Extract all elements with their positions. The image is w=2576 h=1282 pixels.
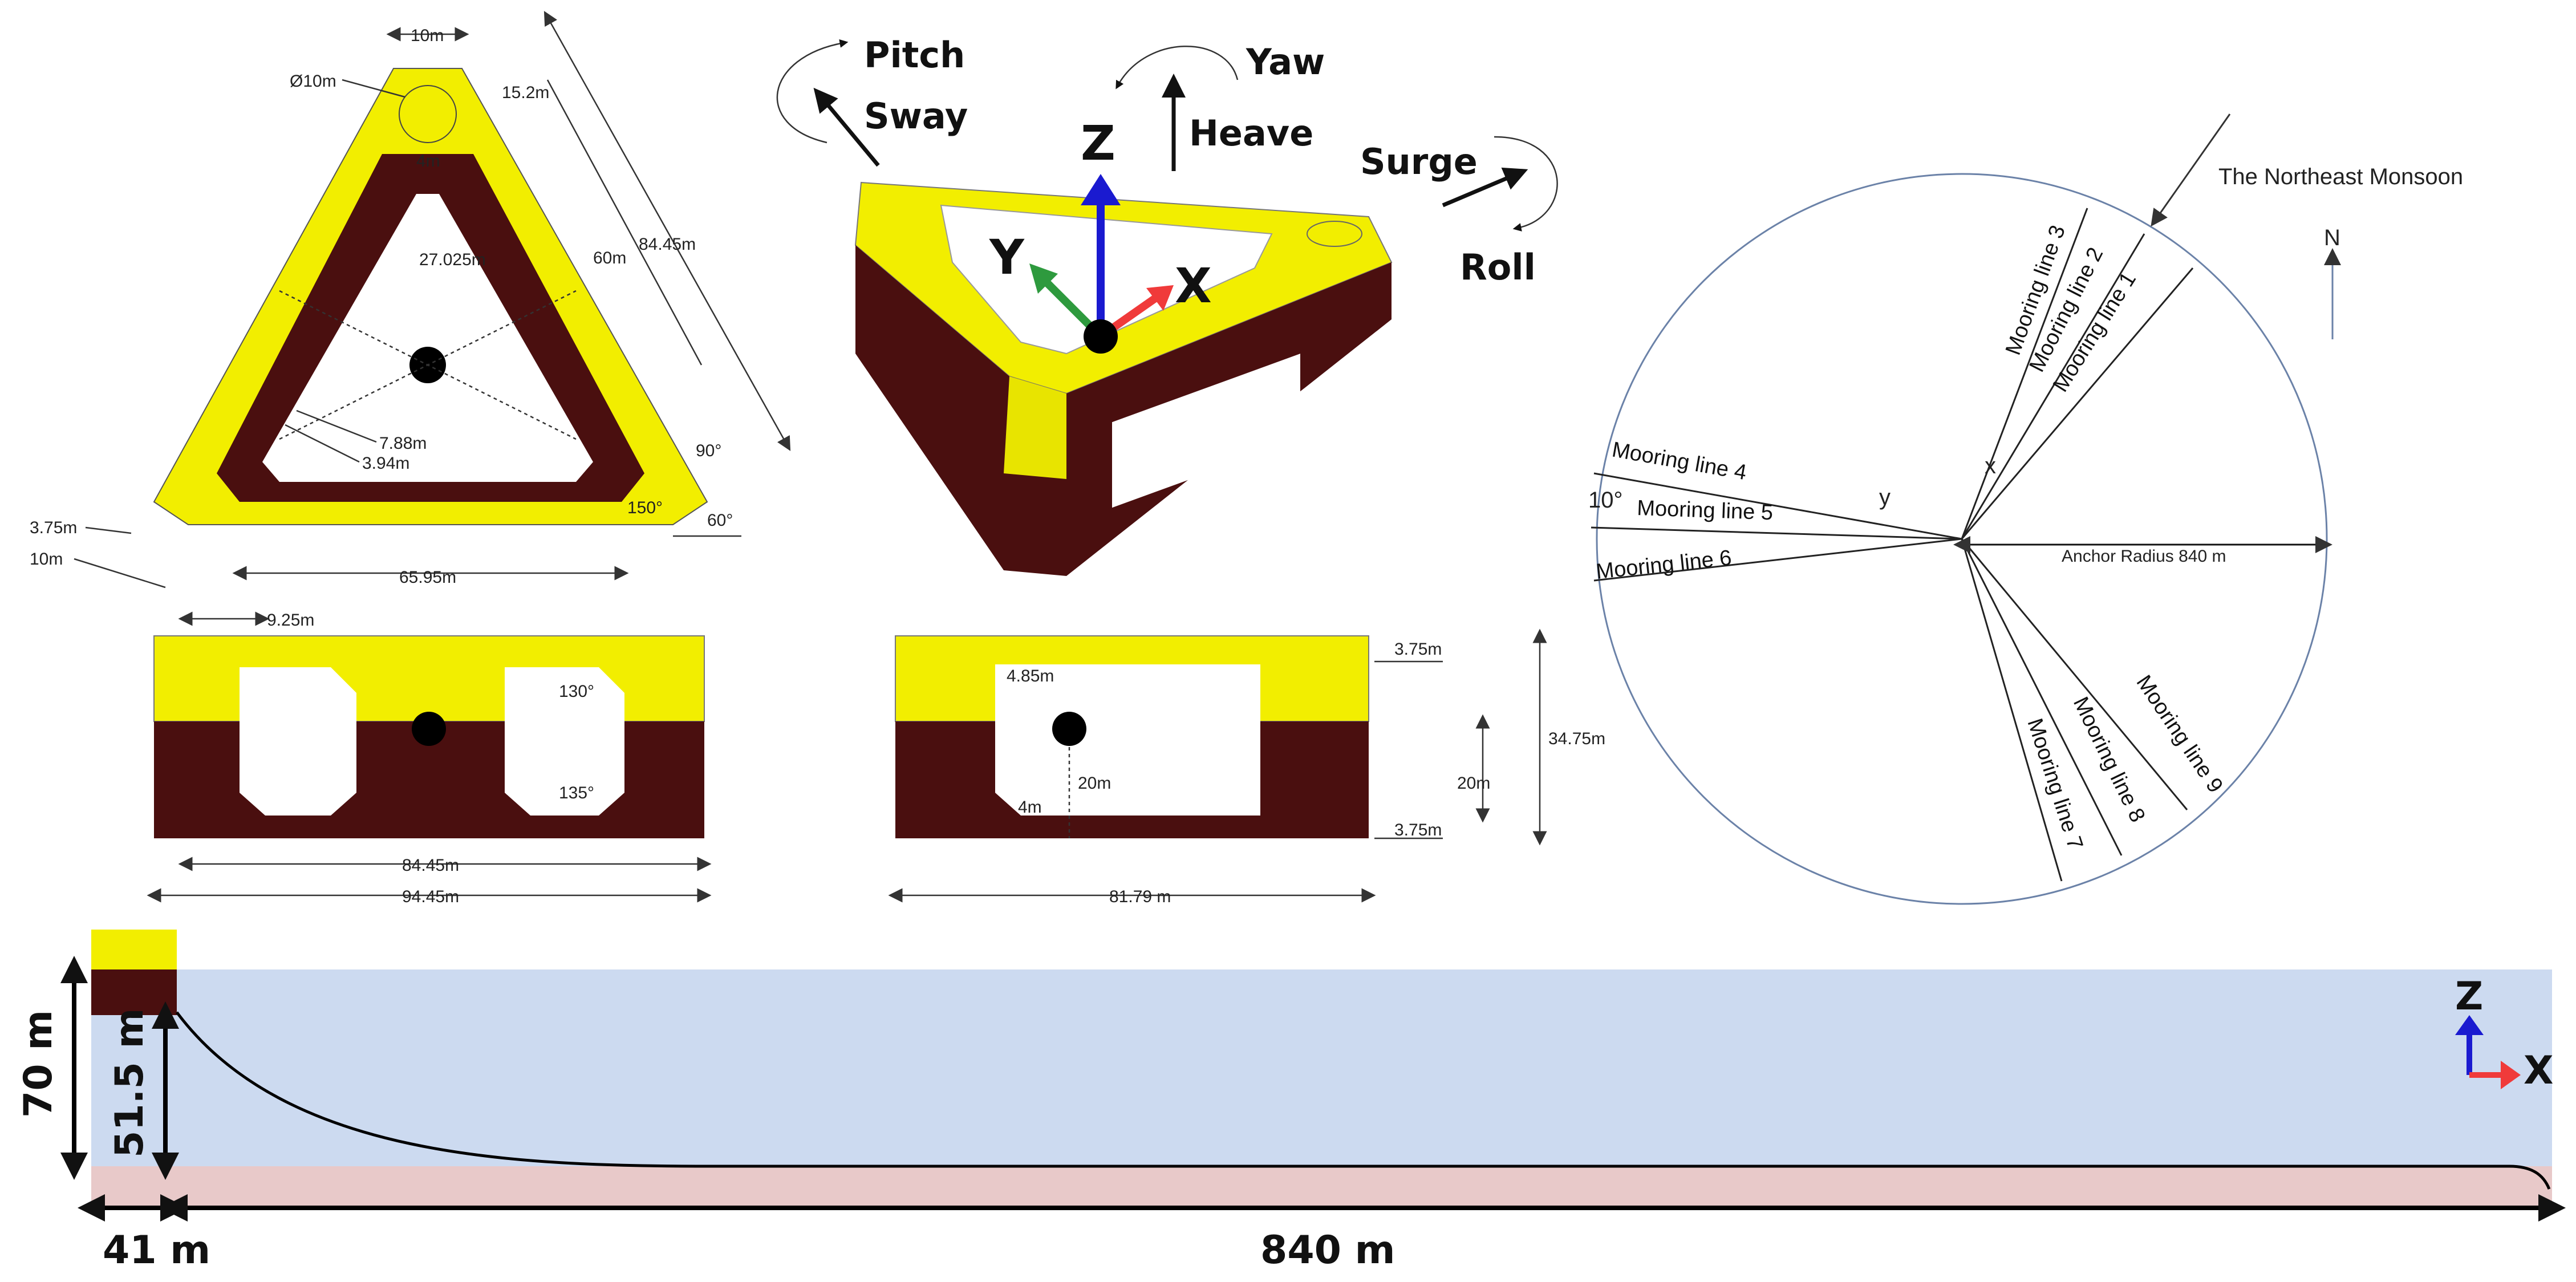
mooring-line-6: Mooring line 6 bbox=[1595, 546, 1733, 584]
dim-base-6595: 65.95m bbox=[399, 568, 456, 587]
monsoon-arrow bbox=[2151, 113, 2231, 227]
side2-h3475: 34.75m bbox=[1548, 729, 1605, 748]
local-y-axis-label: y bbox=[1879, 485, 1891, 510]
dim-788: 7.88m bbox=[379, 434, 427, 453]
iso-hull-lower bbox=[855, 245, 1392, 576]
north-label: N bbox=[2324, 225, 2340, 250]
ten-degree-label: 10° bbox=[1588, 488, 1623, 513]
iso-window-1 bbox=[1112, 354, 1300, 508]
dim-ang90: 90° bbox=[696, 441, 721, 460]
section-z-label: Z bbox=[2455, 974, 2483, 1019]
side1-w8445: 84.45m bbox=[402, 856, 459, 875]
yaw-rotation-arrow bbox=[1115, 45, 1239, 90]
iso-z-label: Z bbox=[1081, 115, 1115, 171]
mooring-layout: The Northeast Monsoon N Anchor Radius 84… bbox=[1588, 113, 2463, 905]
surge-label: Surge bbox=[1360, 141, 1478, 182]
roll-rotation-arrow bbox=[1494, 136, 1558, 232]
mooring-line-7: Mooring line 7 bbox=[2022, 716, 2087, 853]
horiz-main-label: 840 m bbox=[1260, 1228, 1395, 1273]
mooring-line-8: Mooring line 8 bbox=[2068, 693, 2149, 826]
dim-ang150: 150° bbox=[627, 498, 663, 517]
iso-opening bbox=[940, 204, 1273, 355]
sway-label: Sway bbox=[864, 95, 968, 137]
side-view-2: 3.75m 4.85m 34.75m 20m 20m 4m 3.75m 81.7… bbox=[888, 628, 1605, 906]
depth-fair-label: 51.5 m bbox=[107, 1008, 152, 1158]
water-section: 70 m 51.5 m 41 m 840 m Z X bbox=[16, 930, 2566, 1273]
monsoon-label: The Northeast Monsoon bbox=[2218, 164, 2463, 189]
side1-dim-925: 9.25m bbox=[267, 611, 314, 630]
side2-center-of-gravity bbox=[1052, 712, 1086, 746]
plan-view: 10m Ø10m 15.2m 4m 27.025m 60m 84.45m 7.8… bbox=[30, 11, 791, 589]
pitch-rotation-arrow bbox=[776, 39, 849, 144]
iso-column-top bbox=[1307, 221, 1362, 247]
heave-label: Heave bbox=[1189, 112, 1313, 154]
side2-h20-right: 20m bbox=[1457, 774, 1490, 793]
horiz-left-label: 41 m bbox=[103, 1228, 210, 1273]
pitch-label: Pitch bbox=[864, 34, 965, 76]
iso-center-of-gravity bbox=[1084, 319, 1118, 354]
dim-inner-27: 27.025m bbox=[419, 250, 486, 269]
seabed bbox=[91, 1166, 2552, 1209]
plan-column-circle bbox=[399, 85, 457, 143]
dim-top-width: 10m bbox=[411, 26, 444, 45]
iso-yellow-column bbox=[1004, 376, 1066, 479]
platform-yellow bbox=[91, 930, 177, 969]
side1-opening-left bbox=[240, 667, 356, 816]
dim-375: 3.75m bbox=[30, 518, 77, 537]
side2-h20-inner: 20m bbox=[1078, 774, 1111, 793]
dim-ang60: 60° bbox=[707, 511, 733, 530]
plan-inner-opening bbox=[262, 194, 593, 482]
sway-arrow bbox=[813, 87, 880, 167]
mooring-line-5: Mooring line 5 bbox=[1637, 496, 1774, 525]
dim-394: 3.94m bbox=[362, 454, 409, 473]
side1-ang135: 135° bbox=[559, 784, 594, 802]
section-x-label: X bbox=[2524, 1048, 2553, 1093]
side2-dim-4: 4m bbox=[1018, 798, 1042, 817]
side1-center-of-gravity bbox=[412, 712, 446, 746]
dim-inner-60: 60m bbox=[593, 249, 626, 267]
side-view-1: 9.25m 130° 135° 84.45m 94.45m bbox=[147, 611, 712, 906]
side2-dim-375-top: 3.75m bbox=[1394, 640, 1442, 659]
side1-opening-right bbox=[505, 667, 624, 816]
mooring-line-4: Mooring line 4 bbox=[1610, 438, 1748, 485]
dim-10: 10m bbox=[30, 550, 63, 569]
mooring-line-9: Mooring line 9 bbox=[2132, 671, 2228, 797]
dim-offset-4: 4m bbox=[416, 152, 440, 171]
depth-total-label: 70 m bbox=[16, 1010, 61, 1118]
side1-ang130: 130° bbox=[559, 682, 594, 701]
dim-side-84: 84.45m bbox=[639, 235, 696, 254]
side2-dim-375-bot: 3.75m bbox=[1394, 821, 1442, 839]
iso-y-label: Y bbox=[989, 229, 1025, 285]
dim-offset-15: 15.2m bbox=[502, 83, 549, 102]
anchor-radius-label: Anchor Radius 840 m bbox=[2062, 547, 2226, 566]
iso-view: Z Y X Pitch Sway Yaw Heave Surge Roll bbox=[776, 34, 1558, 576]
surge-arrow bbox=[1442, 167, 1528, 208]
yaw-label: Yaw bbox=[1246, 41, 1325, 83]
side2-opening bbox=[995, 664, 1260, 816]
local-x-axis-label: x bbox=[1985, 453, 1996, 478]
roll-label: Roll bbox=[1460, 246, 1536, 288]
iso-x-label: X bbox=[1175, 258, 1212, 314]
mooring-catenary bbox=[175, 1011, 2551, 1190]
side2-dim-485: 4.85m bbox=[1007, 667, 1054, 685]
dim-diameter: Ø10m bbox=[290, 72, 336, 91]
side2-w8179: 81.79 m bbox=[1109, 887, 1171, 906]
water-column bbox=[91, 969, 2552, 1166]
side1-w9445: 94.45m bbox=[402, 887, 459, 906]
